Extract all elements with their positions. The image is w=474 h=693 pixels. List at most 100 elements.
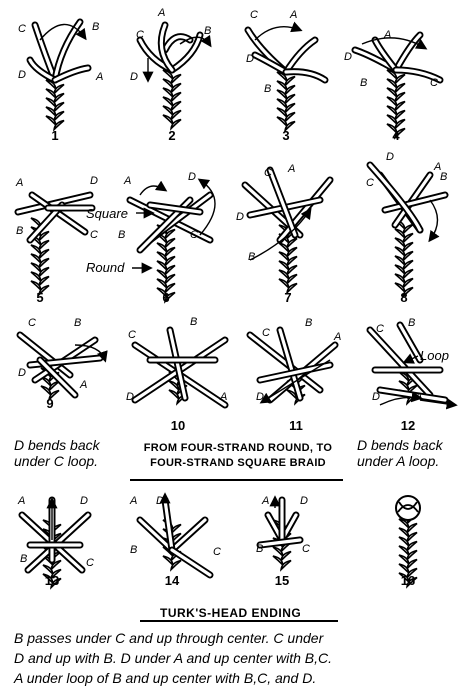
caption-left: D bends back under C loop.: [14, 437, 100, 469]
strand-label-3-B: B: [264, 83, 271, 95]
strand-label-5-B: B: [16, 225, 23, 237]
strand-label-4-A: A: [383, 29, 391, 41]
braid-figure-5: 5 A D B C: [14, 175, 98, 305]
strand-label-5-D: D: [90, 175, 98, 187]
strand-label-8-D: D: [386, 151, 394, 163]
strand-label-6-D: D: [188, 171, 196, 183]
strand-label-10-A: A: [219, 391, 227, 403]
figure-number-9: 9: [46, 396, 53, 411]
strand-label-2-D: D: [130, 71, 138, 83]
figure-number-13: 13: [45, 573, 59, 588]
callout-round: Round: [86, 260, 125, 275]
strand-label-7-D: D: [236, 211, 244, 223]
figure-number-7: 7: [284, 290, 291, 305]
strand-label-7-B: B: [248, 251, 255, 263]
strand-label-3-C: C: [250, 9, 258, 21]
strand-label-2-A: A: [157, 7, 165, 19]
strand-label-15-D: D: [300, 495, 308, 507]
figure-number-15: 15: [275, 573, 289, 588]
strand-label-1-B: B: [92, 21, 99, 33]
figure-number-2: 2: [168, 128, 175, 143]
strand-label-6-B: B: [118, 229, 125, 241]
strand-label-12-C: C: [376, 323, 384, 335]
caption-left-line-2: under C loop.: [14, 453, 99, 469]
braid-figure-14: 14 A D B C: [129, 492, 221, 588]
caption-middle: FROM FOUR-STRAND ROUND, TO FOUR-STRAND S…: [128, 441, 348, 471]
strand-label-11-A: A: [333, 331, 341, 343]
caption-left-line-1: D bends back: [14, 437, 100, 453]
strand-label-10-C: C: [128, 329, 136, 341]
strand-label-15-C: C: [302, 543, 310, 555]
figure-number-8: 8: [400, 290, 407, 305]
strand-label-3-A: A: [289, 9, 297, 21]
strand-label-11-C: C: [262, 327, 270, 339]
braid-figure-3: 3 C A D B: [244, 9, 329, 143]
strand-label-5-A: A: [15, 177, 23, 189]
strand-label-12-A: A: [414, 391, 422, 403]
strand-label-14-D: D: [156, 495, 164, 507]
figure-number-4: 4: [392, 128, 400, 143]
callout-square: Square: [86, 206, 128, 221]
callout-loop: Loop: [420, 348, 449, 363]
figure-number-14: 14: [165, 573, 180, 588]
strand-label-13-D: D: [80, 495, 88, 507]
strand-label-12-B: B: [408, 317, 415, 329]
strand-label-9-B: B: [74, 317, 81, 329]
figure-number-3: 3: [282, 128, 289, 143]
strand-label-4-B: B: [360, 77, 367, 89]
braid-figure-11: 11 C B D A: [246, 317, 341, 433]
strand-label-14-C: C: [213, 546, 221, 558]
strand-label-11-B: B: [305, 317, 312, 329]
strand-label-15-A: A: [261, 495, 269, 507]
strand-label-10-D: D: [126, 391, 134, 403]
figure-number-1: 1: [51, 128, 58, 143]
strand-label-9-A: A: [79, 379, 87, 391]
bottom-line-3: A under loop of B and up center with B,C…: [14, 670, 317, 686]
strand-label-8-C: C: [366, 177, 374, 189]
strand-label-2-B: B: [204, 25, 211, 37]
bottom-instructions: B passes under C and up through center. …: [14, 628, 464, 688]
caption-right-line-1: D bends back: [357, 437, 443, 453]
caption-middle-line-1: FROM FOUR-STRAND ROUND, TO: [143, 442, 333, 454]
strand-label-14-A: A: [129, 495, 137, 507]
section-title: TURK'S-HEAD ENDING: [160, 606, 302, 620]
strand-label-2-C: C: [136, 29, 144, 41]
strand-label-14-B: B: [130, 544, 137, 556]
figure-number-10: 10: [171, 418, 185, 433]
strand-label-12-D: D: [372, 391, 380, 403]
figure-number-6: 6: [162, 290, 169, 305]
figure-number-11: 11: [289, 418, 303, 433]
strand-label-13-A: A: [17, 495, 25, 507]
strand-label-5-C: C: [90, 229, 98, 241]
caption-right: D bends back under A loop.: [357, 437, 443, 469]
strand-label-6-A: A: [123, 175, 131, 187]
strand-label-8-A: A: [433, 161, 441, 173]
strand-label-13-B: B: [20, 553, 27, 565]
strand-label-1-D: D: [18, 69, 26, 81]
strand-label-9-C: C: [28, 317, 36, 329]
bottom-line-2: D and up with B. D under A and up center…: [14, 650, 333, 666]
strand-label-11-D: D: [256, 391, 264, 403]
strand-label-6-C: C: [190, 229, 198, 241]
strand-label-10-B: B: [190, 316, 197, 328]
strand-label-9-D: D: [18, 367, 26, 379]
strand-label-7-A: A: [287, 163, 295, 175]
strand-label-3-D: D: [246, 53, 254, 65]
braid-figure-15: 15 A D B C: [256, 495, 310, 588]
braid-figure-9: 9 C B D A: [16, 317, 108, 411]
bottom-line-1: B passes under C and up through center. …: [14, 630, 324, 646]
strand-label-15-B: B: [256, 543, 263, 555]
strand-label-13-C: C: [86, 557, 94, 569]
braid-figure-10: 10 C B D A: [126, 316, 229, 433]
figure-number-16: 16: [401, 573, 415, 588]
figure-number-5: 5: [36, 290, 43, 305]
braid-figure-13: 13 A D B C: [17, 495, 94, 590]
strand-label-1-A: A: [95, 71, 103, 83]
